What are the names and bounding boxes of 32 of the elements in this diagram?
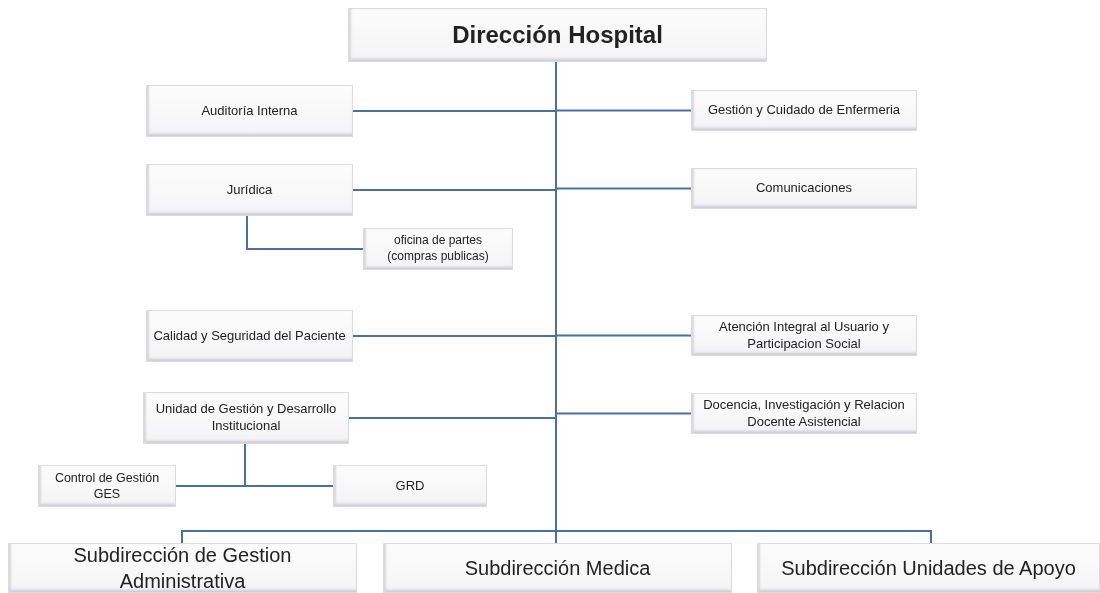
department-box (757, 543, 1100, 593)
department-box (143, 392, 349, 444)
department-box (383, 543, 732, 593)
department-box (691, 315, 917, 356)
unit-name: Subdirección Unidades de Apoyo (781, 556, 1076, 581)
unit-name: Gestión y Cuidado de Enfermeria (707, 102, 901, 119)
unit-name: Auditoría Interna (201, 102, 298, 120)
unit-name: Subdirección Medica (464, 556, 651, 581)
unit-name: Jurídica (226, 181, 273, 199)
unit-name: Atención Integral al Usuario y Participacion Social (718, 318, 890, 353)
unit-name: Unidad de Gestión y Desarrollo Institucional (154, 401, 338, 435)
unit-name: Docencia, Investigación y Relacion Docente Asistencial (702, 396, 906, 431)
unit-name: Calidad y Seguridad del Paciente (153, 327, 346, 345)
department-box (363, 228, 513, 270)
department-box (8, 543, 357, 593)
unit-name: Dirección Hospital (452, 20, 663, 51)
department-box (38, 465, 176, 507)
department-box (691, 168, 917, 209)
unit-name: Control de Gestión GES (53, 469, 161, 503)
connector-line (246, 215, 364, 250)
unit-name: GRD (395, 477, 425, 495)
department-box (691, 393, 917, 434)
department-box (146, 164, 353, 216)
unit-name: oficina de partes (compras publicas) (386, 233, 490, 265)
department-box (146, 310, 353, 362)
unit-name: Comunicaciones (755, 180, 853, 197)
director-box (348, 8, 767, 62)
unit-name: Subdirección de Gestion Administrativa (72, 543, 293, 593)
department-box (691, 90, 917, 131)
connector-line (244, 443, 334, 487)
department-box (333, 465, 487, 507)
department-box (146, 85, 353, 137)
